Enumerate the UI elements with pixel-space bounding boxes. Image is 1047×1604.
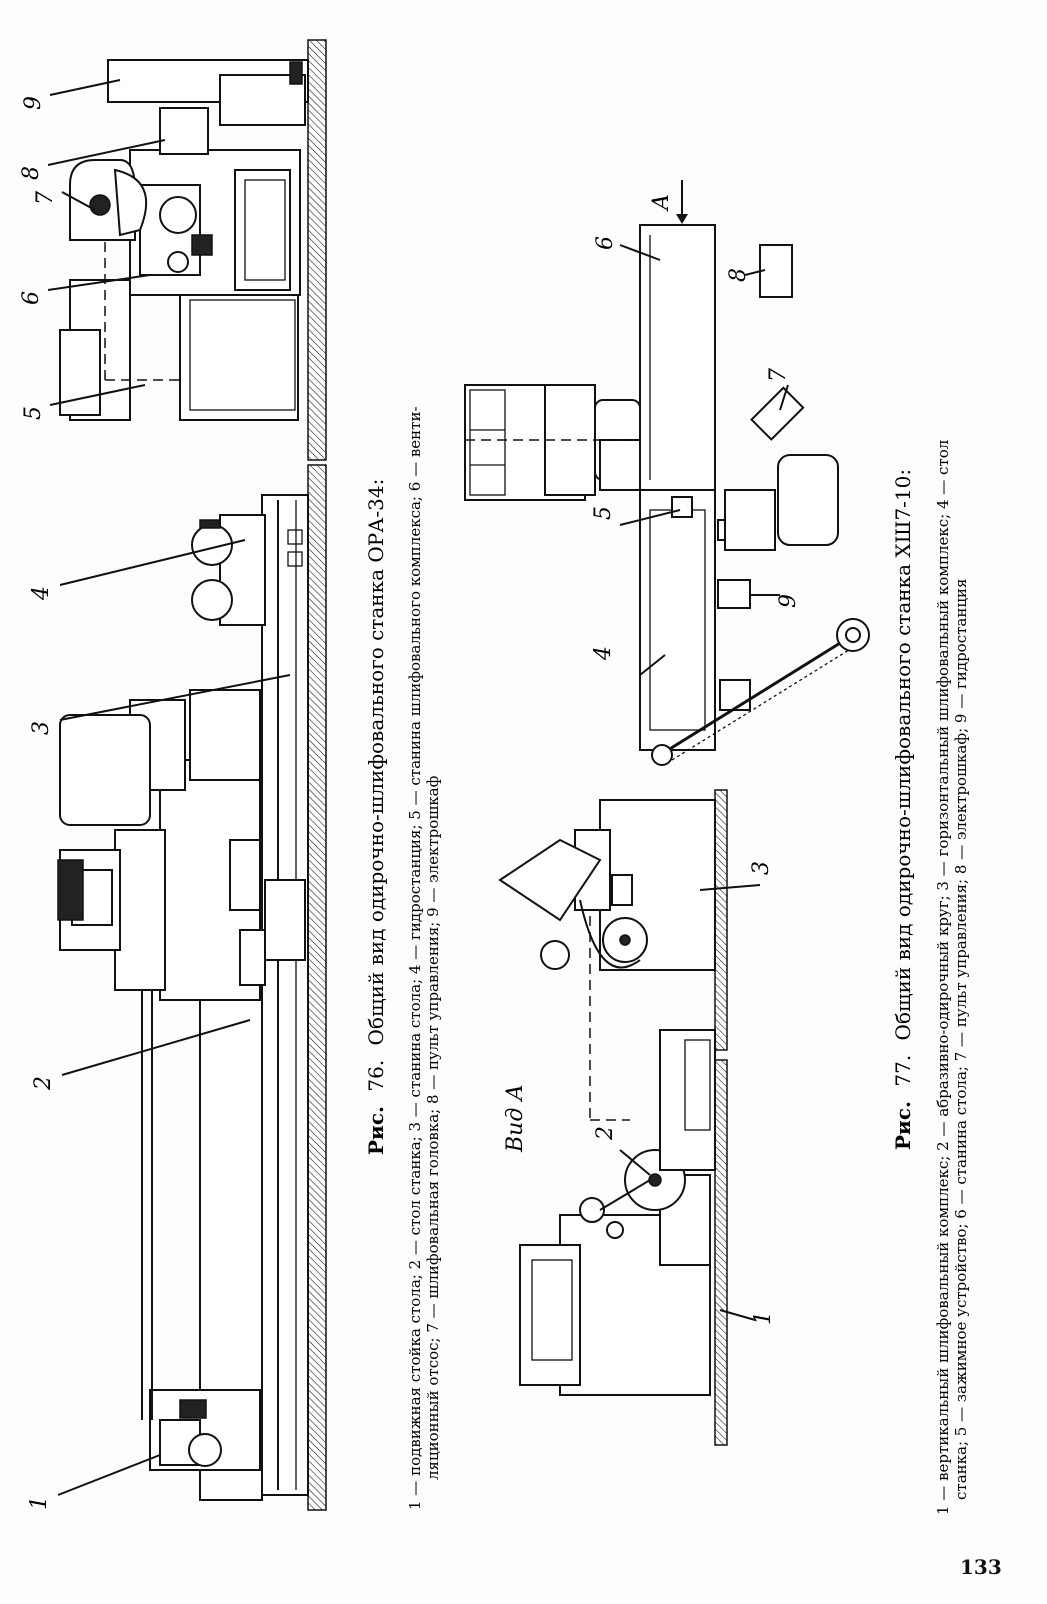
fig76-label-7: 7 <box>33 191 58 205</box>
fig77-label-9: 9 <box>776 594 801 608</box>
grinding-frame <box>179 289 299 421</box>
fig76-label-3: 3 <box>29 721 54 735</box>
view-a-label: Вид А <box>503 1084 528 1153</box>
fig76-label-9: 9 <box>21 96 46 110</box>
fig77-label-1: 1 <box>751 1311 776 1325</box>
fig77-caption-line1: 1 — вертикальный шлифовальный комплекс; … <box>934 440 952 1515</box>
fig76-title: Рис. 76. Общий вид одирочно-шлифовальног… <box>364 479 388 1155</box>
fig77-label-6: 6 <box>593 236 618 250</box>
fig76-label-1: 1 <box>27 1496 52 1510</box>
fig76-label-6: 6 <box>19 291 44 305</box>
page-number: 133 <box>960 1555 1002 1579</box>
fig77-label-8: 8 <box>726 268 751 282</box>
machine-table-plan <box>639 489 716 751</box>
fig77-label-4: 4 <box>591 646 616 661</box>
fig76-label-4: 4 <box>29 586 54 601</box>
fig77-label-5: 5 <box>591 506 616 520</box>
fig77-title: Рис. 77. Общий вид одирочно-шлифовальног… <box>891 469 915 1150</box>
fig77-label-3: 3 <box>749 861 774 875</box>
hydrostation-plan <box>717 579 751 609</box>
chain-conveyor <box>659 638 846 757</box>
fig77-floor-left <box>714 1059 728 1446</box>
figure-77-drawing: 1 2 3 Вид А <box>464 180 870 1446</box>
control-panel-plan <box>750 386 805 441</box>
fig76-caption-line1: 1 — подвижная стойка стола; 2 — стол ста… <box>406 406 424 1510</box>
fig76-label-5: 5 <box>21 406 46 420</box>
fig76-caption-line2: ляционный отсос; 7 — шлифовальная головк… <box>424 775 442 1480</box>
fig77-floor-right <box>714 789 728 1051</box>
table-bed <box>261 494 309 1496</box>
table-bed-plan <box>639 224 716 491</box>
fig76-label-2: 2 <box>31 1076 56 1091</box>
figure-76-drawing: 1 2 3 4 5 6 7 8 9 <box>19 39 327 1511</box>
clamping-device <box>671 496 693 518</box>
fig77-label-7: 7 <box>766 368 791 382</box>
drive-motor <box>59 714 151 826</box>
floor-hatch-2 <box>307 464 327 1511</box>
fig77-label-2: 2 <box>593 1126 618 1141</box>
fig77-caption-line2: станка; 5 — зажимное устройство; 6 — ста… <box>952 579 970 1500</box>
fig76-label-8: 8 <box>19 166 44 180</box>
floor-hatch-1 <box>307 39 327 461</box>
arrow-a-label: A <box>649 194 674 212</box>
